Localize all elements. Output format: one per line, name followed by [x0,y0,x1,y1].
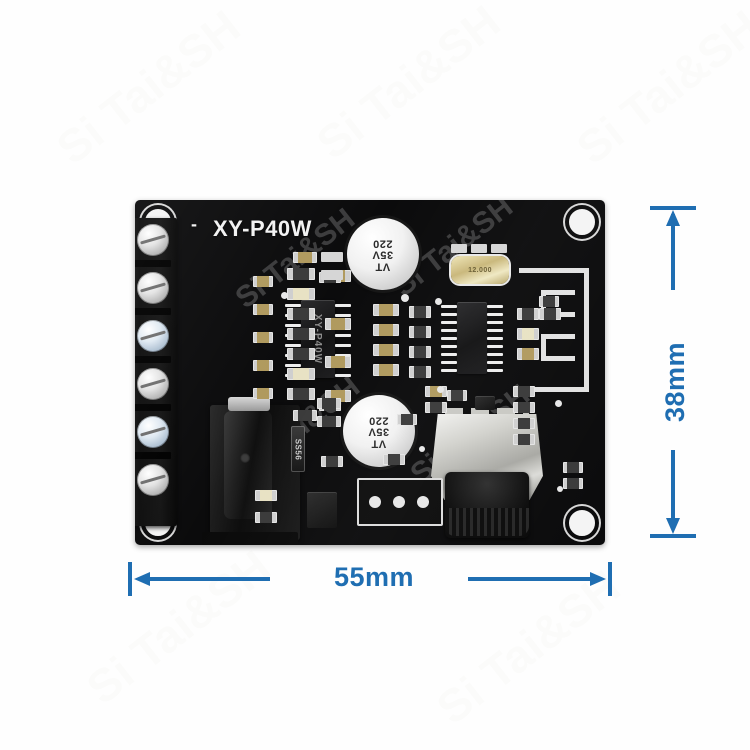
pcb-board: XY-P40W - Si Tai&SH Si Tai&SH Si Tai&SH … [135,200,605,545]
polarity-marker: - [191,214,198,234]
terminal-screw-4[interactable] [137,368,169,400]
terminal-screw-1[interactable] [137,224,169,256]
header-hole-3[interactable] [417,496,429,508]
diode-marking: SS56 [293,438,303,460]
dim-arrow-up [666,210,680,226]
crystal-pad [471,244,487,253]
dim-tick-top [650,206,696,210]
dim-tick-bottom [650,534,696,538]
terminal-screw-6[interactable] [137,464,169,496]
page-watermark: Si Tai&SH [76,539,280,715]
jack-base [202,532,298,545]
page-watermark: Si Tai&SH [306,0,510,170]
header-hole-1[interactable] [369,496,381,508]
terminal-slot [135,452,171,459]
terminal-slot [135,356,171,363]
jack-metal-cap [228,397,270,411]
crystal-pad [491,244,507,253]
three-pin-header[interactable] [357,478,443,526]
terminal-screw-2[interactable] [137,272,169,304]
screw-terminal-block[interactable] [135,218,177,526]
crystal-marking: 12.000 [468,266,492,274]
page-watermark: Si Tai&SH [46,0,250,175]
dim-tick-right [608,562,612,596]
jack-center-pin [240,453,250,463]
dim-line-upper [671,214,675,290]
terminal-screw-5[interactable] [137,416,169,448]
schottky-diode: SS56 [291,426,305,472]
bluetooth-module-ic [457,302,487,374]
terminal-slot [135,404,171,411]
jack-barrel [224,411,272,519]
volume-potentiometer[interactable] [427,408,545,538]
height-dimension-label: 38mm [660,341,690,422]
pot-knob-knurl[interactable] [445,508,529,536]
dim-arrow-down [666,518,680,534]
crystal-oscillator: 12.000 [451,256,509,284]
pot-solder-tabs [445,408,529,418]
terminal-slot [135,260,171,267]
page-watermark: Si Tai&SH [566,0,750,175]
dim-line-lower [671,450,675,526]
dc-power-jack[interactable] [202,397,300,545]
terminal-slot [135,308,171,315]
transistor [475,396,495,410]
dim-tick-left [128,562,132,596]
dim-line-left [150,577,270,581]
dim-arrow-right [590,572,606,586]
mounting-hole [565,506,599,540]
dim-arrow-left [134,572,150,586]
crystal-pad [451,244,467,253]
dim-line-right [468,577,590,581]
terminal-screw-3[interactable] [137,320,169,352]
voltage-regulator [307,492,337,528]
header-hole-2[interactable] [393,496,405,508]
width-dimension-label: 55mm [334,562,415,592]
mounting-hole [565,205,599,239]
board-silkscreen-label: XY-P40W [213,216,312,241]
